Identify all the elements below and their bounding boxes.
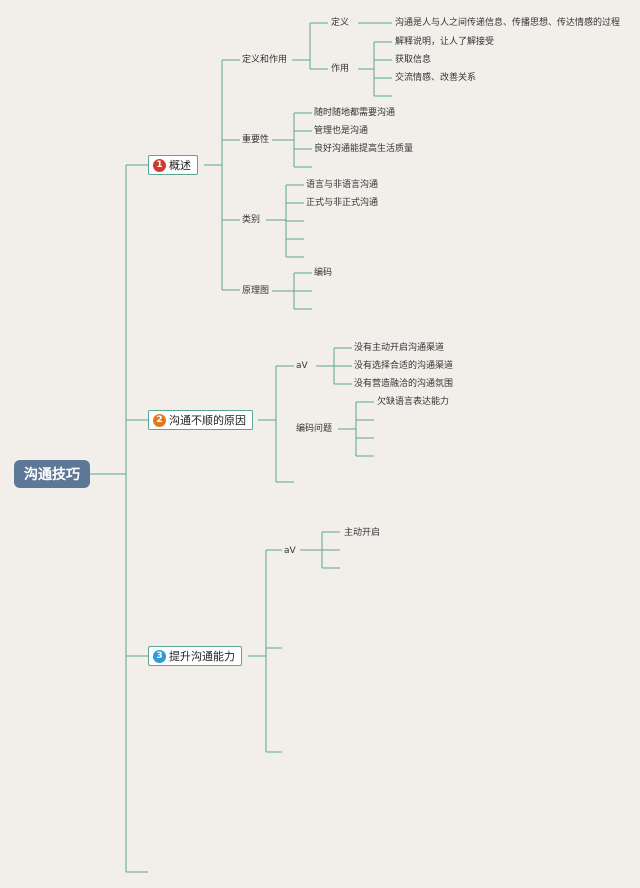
branch-improve[interactable]: 3 提升沟通能力 bbox=[148, 646, 242, 666]
branch-label: 概述 bbox=[169, 159, 191, 172]
node-category[interactable]: 类别 bbox=[242, 215, 261, 225]
number-badge-3: 3 bbox=[153, 649, 166, 663]
node-av[interactable]: aV bbox=[296, 361, 308, 371]
branch-overview[interactable]: 1 概述 bbox=[148, 155, 198, 175]
branch-label: 沟通不顺的原因 bbox=[169, 414, 246, 427]
node-definition-and-role[interactable]: 定义和作用 bbox=[242, 55, 288, 65]
branch-causes[interactable]: 2 沟通不顺的原因 bbox=[148, 410, 253, 430]
node-principle-item[interactable]: 编码 bbox=[314, 268, 333, 278]
node-encoding-item[interactable]: 欠缺语言表达能力 bbox=[377, 397, 450, 407]
node-av[interactable]: aV bbox=[284, 546, 296, 556]
node-definition-text[interactable]: 沟通是人与人之间传递信息、传播思想、传达情感的过程 bbox=[395, 18, 621, 28]
node-encoding-problem[interactable]: 编码问题 bbox=[296, 424, 333, 434]
node-role[interactable]: 作用 bbox=[331, 64, 350, 74]
node-category-item[interactable]: 语言与非语言沟通 bbox=[306, 180, 379, 190]
node-importance-item[interactable]: 良好沟通能提高生活质量 bbox=[314, 144, 414, 154]
number-badge-1: 1 bbox=[153, 158, 166, 172]
number-badge-2: 2 bbox=[153, 413, 166, 427]
node-importance[interactable]: 重要性 bbox=[242, 135, 270, 145]
root-node[interactable]: 沟通技巧 bbox=[14, 460, 90, 488]
node-importance-item[interactable]: 管理也是沟通 bbox=[314, 126, 369, 136]
node-role-item[interactable]: 获取信息 bbox=[395, 55, 432, 65]
node-category-item[interactable]: 正式与非正式沟通 bbox=[306, 198, 379, 208]
node-av-item[interactable]: 没有主动开启沟通渠道 bbox=[354, 343, 445, 353]
branch-label: 提升沟通能力 bbox=[169, 650, 235, 663]
node-definition[interactable]: 定义 bbox=[331, 18, 350, 28]
node-importance-item[interactable]: 随时随地都需要沟通 bbox=[314, 108, 396, 118]
node-role-item[interactable]: 解释说明，让人了解接受 bbox=[395, 37, 495, 47]
node-av-item[interactable]: 没有营造融洽的沟通氛围 bbox=[354, 379, 454, 389]
node-av-item[interactable]: 没有选择合适的沟通渠道 bbox=[354, 361, 454, 371]
node-av-item[interactable]: 主动开启 bbox=[344, 528, 381, 538]
node-principle[interactable]: 原理图 bbox=[242, 286, 270, 296]
node-role-item[interactable]: 交流情感、改善关系 bbox=[395, 73, 477, 83]
